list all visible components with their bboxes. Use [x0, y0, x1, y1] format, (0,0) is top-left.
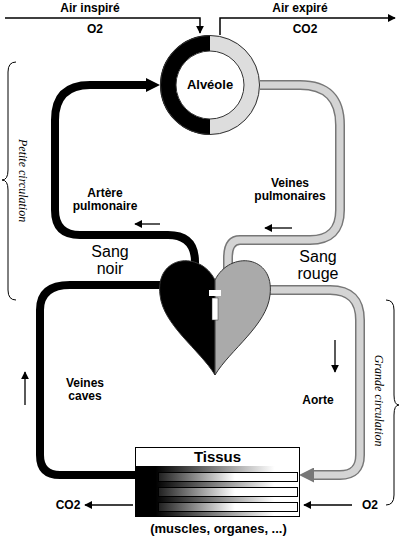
vessel-label: Air expiré [250, 2, 350, 15]
vessel-label: Air inspiré [40, 2, 140, 15]
vessel-label: CO2 [48, 499, 88, 512]
vessel-label: Veines caves [50, 377, 120, 403]
tissue-bar [158, 472, 298, 482]
gas-arrow [85, 504, 133, 506]
vessel-label: Aorte [293, 394, 343, 407]
tissue-node: Tissus(muscles, organes, ...) [135, 447, 300, 517]
node-caption: (muscles, organes, ...) [116, 521, 321, 536]
heart-valve [209, 290, 221, 296]
vessel-label: O2 [350, 499, 390, 512]
heart-right [215, 261, 270, 375]
ring-outline [176, 51, 244, 119]
node-label: Alvéole [176, 77, 244, 92]
heart-left [160, 261, 215, 375]
bracket-note: Petite circulation [15, 80, 28, 280]
vessel-label: CO2 [285, 23, 325, 36]
bracket-note: Grande circulation [371, 300, 384, 500]
vessel-label: Sang rouge [293, 248, 343, 283]
vessel-label: Artère pulmonaire [65, 187, 145, 213]
vessel-label: Veines pulmonaires [245, 177, 335, 203]
tissue-header: Tissus [136, 448, 299, 466]
flow-arrow [334, 340, 335, 372]
air-out-arrow [220, 18, 395, 35]
tissue-bar [158, 502, 298, 512]
flow-arrow [265, 227, 292, 228]
bracket [2, 62, 16, 300]
alveole-node: Alvéole [160, 35, 260, 135]
flow-arrow [135, 223, 160, 224]
flow-arrow [24, 372, 25, 405]
gas-arrow [304, 504, 352, 506]
vessel-label: O2 [75, 23, 115, 36]
tissue-bar [158, 487, 298, 497]
ring-outline [161, 36, 260, 135]
heart-septum [212, 298, 218, 320]
bracket [386, 300, 399, 505]
vessel-label: Sang noir [85, 243, 135, 278]
node-heading: Tissus [194, 448, 241, 465]
